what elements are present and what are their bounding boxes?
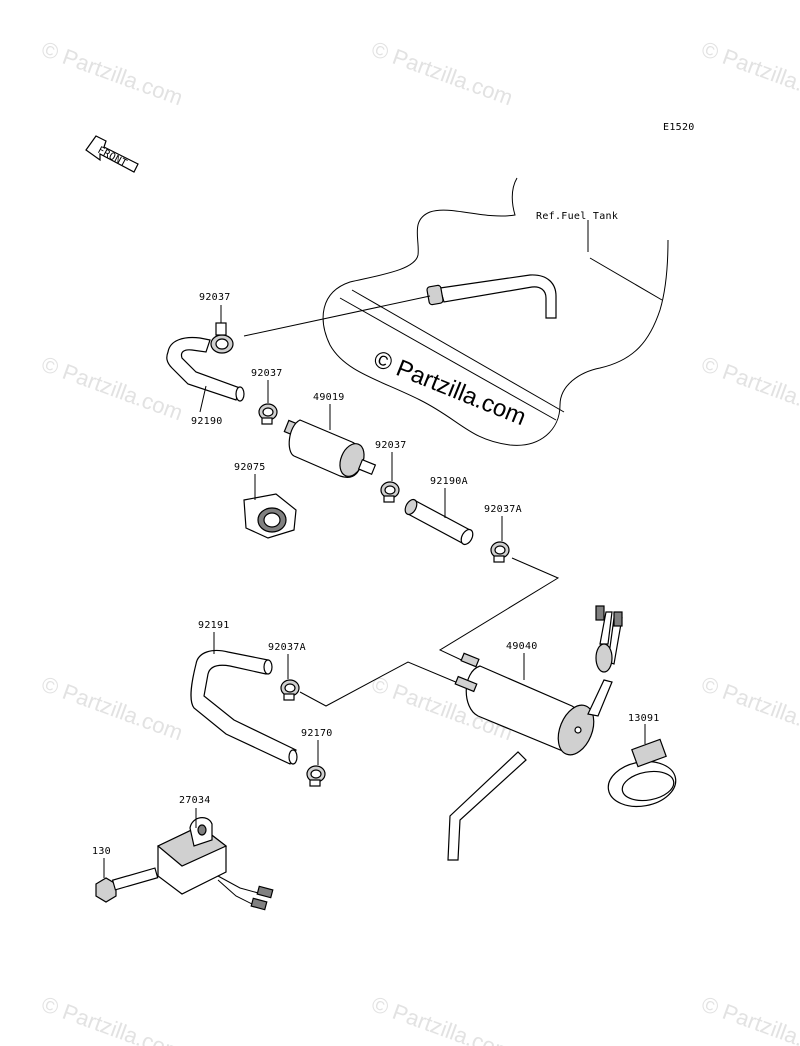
clamp-92037A-upper: [490, 516, 510, 563]
watermark: © Partzilla.com: [38, 351, 186, 425]
part-label-27034: 27034: [179, 795, 211, 806]
watermark: © Partzilla.com: [368, 991, 516, 1046]
part-label-130: 130: [92, 846, 111, 857]
part-label-92190A: 92190A: [430, 476, 468, 487]
part-label-92037-mid: 92037: [375, 440, 407, 451]
watermark: © Partzilla.com: [38, 991, 186, 1046]
tank-outlet-pipe: [243, 274, 557, 337]
fuel-pump-49040: [447, 605, 623, 861]
diagram-code: E1520: [663, 122, 695, 133]
clamp-92037A-lower: [280, 654, 471, 707]
holder-92075: [243, 474, 297, 539]
pump-band-13091: [607, 724, 677, 808]
clamp-92037-top: [210, 305, 234, 354]
watermark: © Partzilla.com: [38, 36, 186, 110]
fuel-tank-ref-label: Ref.Fuel Tank: [536, 211, 618, 222]
watermark-tiles: © Partzilla.com © Partzilla.com © Partzi…: [38, 36, 800, 1046]
part-label-49019: 49019: [313, 392, 345, 403]
part-label-92075: 92075: [234, 462, 266, 473]
clamp-92037-left: [258, 380, 278, 425]
part-label-92190: 92190: [191, 416, 223, 427]
watermark: © Partzilla.com: [698, 991, 800, 1046]
part-label-92191: 92191: [198, 620, 230, 631]
clamp-92037-mid: [380, 452, 400, 503]
watermark: © Partzilla.com: [38, 671, 186, 745]
clamp-92170: [306, 740, 326, 787]
fuel-tank-outline: Ref.Fuel Tank © Partzilla.com: [322, 177, 669, 446]
part-label-92037-top: 92037: [199, 292, 231, 303]
watermark: © Partzilla.com: [698, 36, 800, 110]
hose-92190: [166, 336, 245, 413]
part-label-13091: 13091: [628, 713, 660, 724]
hose-92190A: [404, 488, 474, 546]
front-label: FRONT: [96, 145, 129, 170]
watermark: © Partzilla.com: [698, 671, 800, 745]
leader-line: [438, 557, 560, 665]
part-label-92037-left: 92037: [251, 368, 283, 379]
fuel-filter-49019: [283, 404, 377, 478]
part-label-92037A-upper: 92037A: [484, 504, 522, 515]
hose-92191: [190, 632, 298, 765]
watermark: © Partzilla.com: [368, 36, 516, 110]
part-label-92170: 92170: [301, 728, 333, 739]
watermark: © Partzilla.com: [698, 351, 800, 425]
part-label-49040: 49040: [506, 641, 538, 652]
bolt-130: [95, 858, 159, 903]
relay-27034: [156, 808, 274, 911]
part-label-92037A-lower: 92037A: [268, 642, 306, 653]
front-arrow-icon: FRONT: [85, 135, 139, 173]
